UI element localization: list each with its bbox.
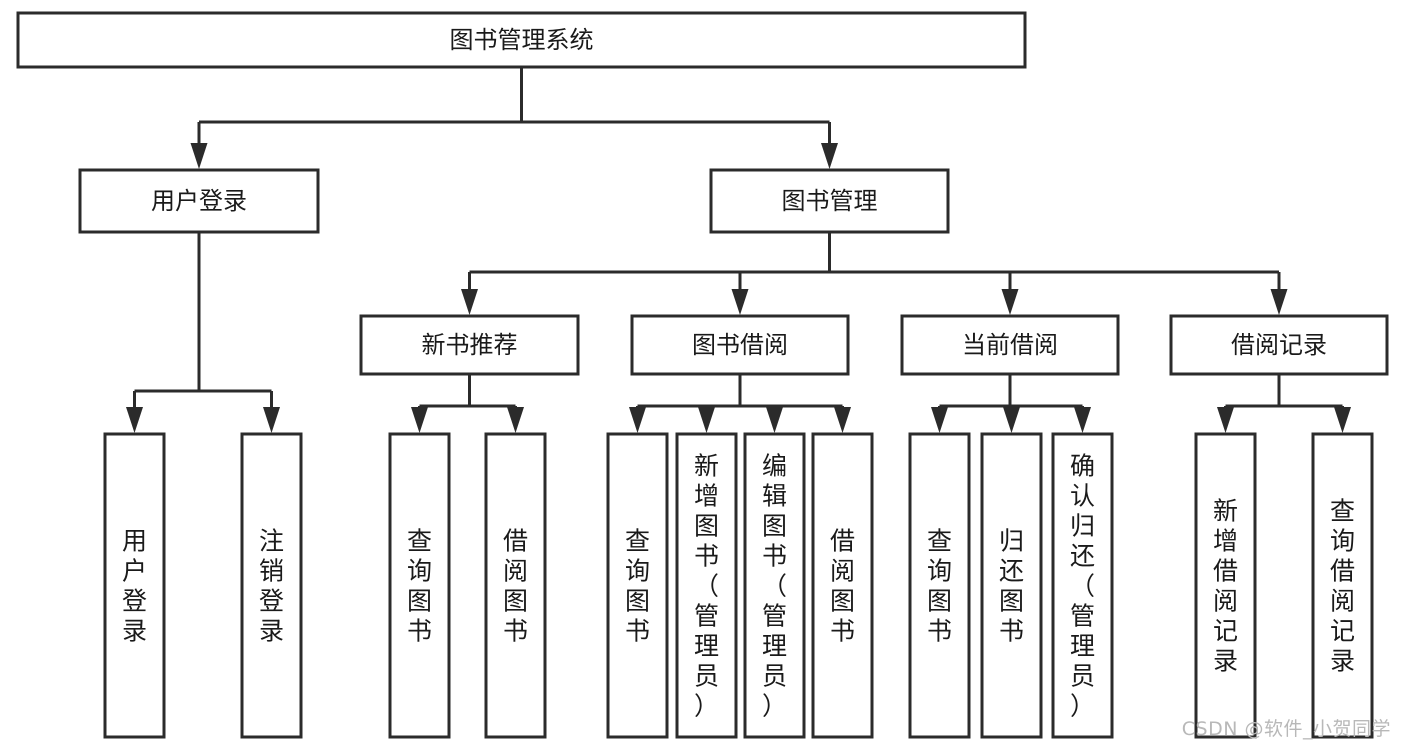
node-new-book-rec[interactable]: 新书推荐	[359, 314, 580, 376]
node-leaf-edit-book[interactable]: 编辑图书（管理员）	[743, 432, 806, 739]
node-box-user-login[interactable]	[78, 168, 320, 234]
connector-group-new-book-rec	[411, 374, 524, 433]
node-box-leaf-query-book-rec[interactable]	[388, 432, 451, 739]
node-box-leaf-query-record[interactable]	[1311, 432, 1374, 739]
arrow-head-icon	[821, 143, 838, 169]
node-box-leaf-edit-book[interactable]	[743, 432, 806, 739]
arrow-head-icon	[126, 407, 143, 433]
node-box-new-book-rec[interactable]	[359, 314, 580, 376]
node-book-borrow[interactable]: 图书借阅	[630, 314, 850, 376]
node-box-borrow-record[interactable]	[1169, 314, 1389, 376]
arrow-head-icon	[1003, 407, 1020, 433]
node-label-leaf-return-book: 归还图书	[999, 527, 1024, 646]
node-box-leaf-return-book[interactable]	[980, 432, 1043, 739]
node-box-leaf-user-login[interactable]	[103, 432, 166, 739]
connector-group-user-login	[126, 232, 280, 433]
node-box-leaf-add-record[interactable]	[1194, 432, 1257, 739]
connector-layer	[126, 67, 1351, 433]
arrow-head-icon	[834, 407, 851, 433]
node-root[interactable]: 图书管理系统	[16, 11, 1027, 69]
node-label-book-borrow: 图书借阅	[692, 331, 788, 359]
node-box-book-borrow[interactable]	[630, 314, 850, 376]
node-current-borrow[interactable]: 当前借阅	[900, 314, 1120, 376]
node-leaf-query-book-bor[interactable]: 查询图书	[606, 432, 669, 739]
node-box-book-manage[interactable]	[709, 168, 950, 234]
node-label-user-login: 用户登录	[151, 187, 247, 215]
node-label-leaf-query-record: 查询借阅记录	[1330, 497, 1355, 676]
node-leaf-borrow-book-bor[interactable]: 借阅图书	[811, 432, 874, 739]
node-borrow-record[interactable]: 借阅记录	[1169, 314, 1389, 376]
arrow-head-icon	[931, 407, 948, 433]
node-leaf-return-book[interactable]: 归还图书	[980, 432, 1043, 739]
node-leaf-user-logout[interactable]: 注销登录	[240, 432, 303, 739]
node-label-leaf-query-book-cur: 查询图书	[927, 527, 952, 646]
node-leaf-query-book-rec[interactable]: 查询图书	[388, 432, 451, 739]
arrow-head-icon	[411, 407, 428, 433]
node-box-leaf-add-book[interactable]	[675, 432, 738, 739]
arrow-head-icon	[1334, 407, 1351, 433]
node-leaf-query-record[interactable]: 查询借阅记录	[1311, 432, 1374, 739]
node-box-leaf-borrow-book-rec[interactable]	[484, 432, 547, 739]
node-box-leaf-query-book-bor[interactable]	[606, 432, 669, 739]
connector-group-root	[190, 67, 838, 169]
node-leaf-confirm-return[interactable]: 确认归还（管理员）	[1051, 432, 1114, 739]
arrow-head-icon	[263, 407, 280, 433]
connector-group-book-manage	[461, 232, 1288, 315]
arrow-head-icon	[766, 407, 783, 433]
node-label-root: 图书管理系统	[450, 26, 594, 54]
node-label-leaf-add-record: 新增借阅记录	[1213, 497, 1238, 676]
node-label-leaf-add-book: 新增图书（管理员）	[694, 452, 719, 721]
node-box-leaf-user-logout[interactable]	[240, 432, 303, 739]
node-book-manage[interactable]: 图书管理	[709, 168, 950, 234]
arrow-head-icon	[461, 289, 478, 315]
node-label-leaf-confirm-return: 确认归还（管理员）	[1070, 452, 1095, 721]
node-box-root[interactable]	[16, 11, 1027, 69]
node-box-leaf-confirm-return[interactable]	[1051, 432, 1114, 739]
connector-group-current-borrow	[931, 374, 1091, 433]
arrow-head-icon	[190, 143, 208, 169]
arrow-head-icon	[731, 289, 749, 315]
node-leaf-query-book-cur[interactable]: 查询图书	[908, 432, 971, 739]
node-label-leaf-query-book-bor: 查询图书	[625, 527, 650, 646]
node-leaf-user-login[interactable]: 用户登录	[103, 432, 166, 739]
node-box-current-borrow[interactable]	[900, 314, 1120, 376]
node-label-leaf-user-login: 用户登录	[122, 527, 147, 646]
node-label-borrow-record: 借阅记录	[1231, 331, 1327, 359]
node-leaf-add-record[interactable]: 新增借阅记录	[1194, 432, 1257, 739]
arrow-head-icon	[1001, 289, 1019, 315]
node-layer: 图书管理系统用户登录图书管理新书推荐图书借阅当前借阅借阅记录用户登录注销登录查询…	[16, 11, 1389, 739]
node-leaf-add-book[interactable]: 新增图书（管理员）	[675, 432, 738, 739]
node-label-leaf-user-logout: 注销登录	[259, 527, 284, 646]
arrow-head-icon	[698, 407, 715, 433]
arrow-head-icon	[507, 407, 524, 433]
arrow-head-icon	[1074, 407, 1091, 433]
node-label-leaf-borrow-book-rec: 借阅图书	[503, 527, 528, 646]
node-label-leaf-query-book-rec: 查询图书	[407, 527, 432, 646]
arrow-head-icon	[629, 407, 646, 433]
node-leaf-borrow-book-rec[interactable]: 借阅图书	[484, 432, 547, 739]
node-label-leaf-edit-book: 编辑图书（管理员）	[762, 452, 787, 721]
node-label-leaf-borrow-book-bor: 借阅图书	[830, 527, 855, 646]
node-user-login[interactable]: 用户登录	[78, 168, 320, 234]
node-label-new-book-rec: 新书推荐	[422, 331, 518, 359]
node-box-leaf-query-book-cur[interactable]	[908, 432, 971, 739]
node-box-leaf-borrow-book-bor[interactable]	[811, 432, 874, 739]
connector-group-book-borrow	[629, 374, 851, 433]
node-label-book-manage: 图书管理	[782, 187, 878, 215]
node-label-current-borrow: 当前借阅	[962, 331, 1058, 359]
arrow-head-icon	[1217, 407, 1234, 433]
arrow-head-icon	[1270, 289, 1288, 315]
connector-group-borrow-record	[1217, 374, 1351, 433]
